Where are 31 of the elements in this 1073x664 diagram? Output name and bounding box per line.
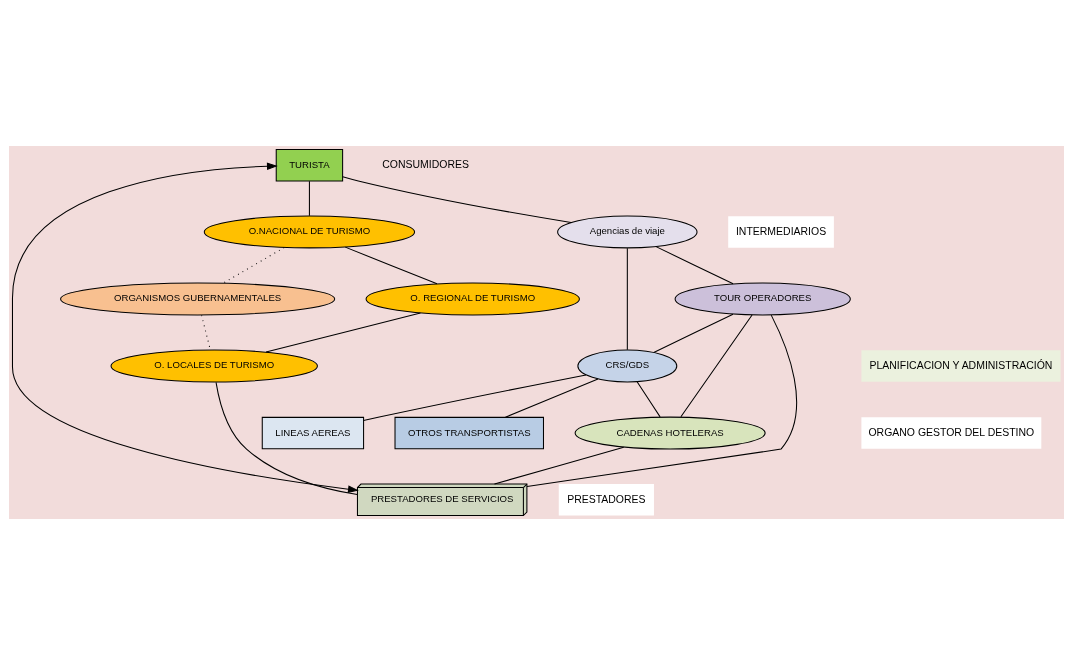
label: PLANIFICACION Y ADMINISTRACIÓN: [869, 359, 1053, 371]
node-ellipse: CADENAS HOTELERAS: [574, 416, 766, 450]
label: PRESTADORES: [567, 492, 646, 504]
node-ellipse: ORGANISMOS GUBERNAMENTALES: [60, 282, 336, 315]
connector: [344, 246, 438, 284]
node-ellipse: O.NACIONAL DE TURISMO: [203, 214, 416, 248]
connector: [655, 245, 734, 284]
node-box: OTROS TRANSPORTISTAS: [394, 416, 544, 449]
label: CONSUMIDORES: [382, 158, 469, 170]
node-ellipse: Agencias de viaje: [557, 214, 698, 248]
connector: [636, 381, 661, 417]
connector: [265, 312, 421, 353]
label: INTERMEDIARIOS: [735, 225, 827, 237]
connector: [342, 175, 572, 223]
connector: [363, 373, 587, 421]
connector: [526, 314, 798, 487]
node-ellipse: CRS/GDS: [577, 349, 678, 382]
connector: [680, 314, 753, 417]
connector: [626, 247, 628, 350]
connector: [504, 378, 599, 418]
node-box: LINEAS AEREAS: [261, 416, 365, 449]
arrow: [11, 161, 359, 493]
connector: [493, 446, 625, 485]
node-ellipse: O. REGIONAL DE TURISMO: [365, 282, 580, 315]
connector: [653, 313, 734, 353]
node-ellipse: TOUR OPERADORES: [674, 282, 851, 315]
connector: [308, 180, 310, 216]
node-ellipse: O. LOCALES DE TURISMO: [110, 349, 318, 382]
connector: [215, 381, 358, 495]
label: ORGANO GESTOR DEL DESTINO: [868, 426, 1035, 438]
node-box: TURISTA: [275, 148, 344, 181]
